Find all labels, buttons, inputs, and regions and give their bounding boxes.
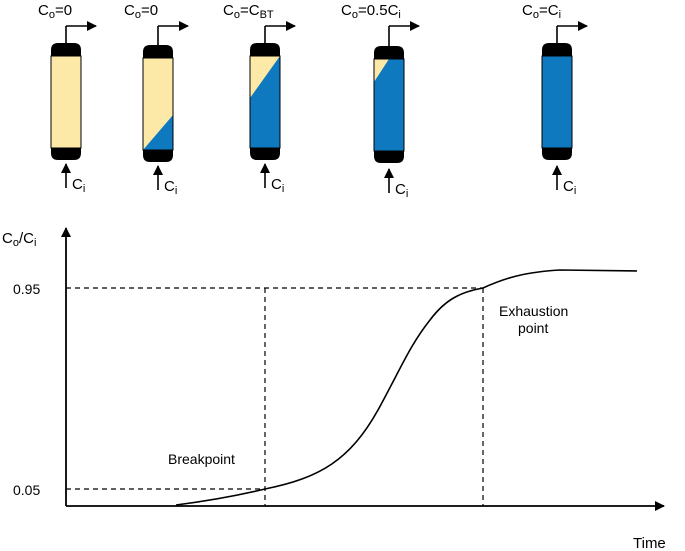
column-5-bottom-cap <box>542 148 572 160</box>
column-4-outlet-label: Co=0.5Ci <box>341 2 401 21</box>
breakpoint-label: Breakpoint <box>168 451 235 467</box>
column-2-saturated-zone <box>143 115 173 150</box>
column-4-fresh-zone <box>374 59 389 82</box>
exhaustion-label-line1: Exhaustion <box>499 303 568 319</box>
column-4-inlet-label: Ci <box>395 181 408 200</box>
column-5-top-cap <box>542 43 572 56</box>
column-2-top-cap <box>143 45 173 58</box>
column-2: Co=0 Ci <box>124 2 189 197</box>
column-1: Co=0 Ci <box>38 2 97 195</box>
breakthrough-graph: Co/Ci Time 0.95 0.05 Breakpoint Exhausti… <box>2 227 666 551</box>
column-5-outlet-label: Co=Ci <box>522 2 561 21</box>
column-4-bottom-cap <box>374 151 404 163</box>
column-4: Co=0.5Ci Ci <box>341 2 420 200</box>
column-2-outlet-label: Co=0 <box>124 2 158 21</box>
column-1-bottom-cap <box>51 148 81 160</box>
x-axis-label: Time <box>633 535 666 551</box>
column-3-fresh-zone <box>250 56 280 98</box>
column-5-inlet-label: Ci <box>563 178 576 197</box>
column-4-top-cap <box>374 46 404 59</box>
column-2-inlet-label: Ci <box>164 178 177 197</box>
tick-label-low: 0.05 <box>13 482 40 498</box>
column-3-inlet-label: Ci <box>271 176 284 195</box>
exhaustion-label-line2: point <box>518 320 548 336</box>
column-1-inlet-label: Ci <box>72 176 85 195</box>
column-1-bed <box>50 55 82 149</box>
column-1-outlet-label: Co=0 <box>38 2 72 21</box>
column-3-bottom-cap <box>250 148 280 160</box>
column-3-outlet-label: Co=CBT <box>223 2 274 21</box>
column-5: Co=Ci Ci <box>522 2 588 197</box>
column-1-top-cap <box>51 43 81 56</box>
column-3-top-cap <box>250 43 280 56</box>
breakthrough-curve <box>175 269 638 506</box>
column-5-bed <box>541 55 573 149</box>
y-axis-label: Co/Ci <box>2 230 36 249</box>
tick-label-high: 0.95 <box>13 281 40 297</box>
column-2-bottom-cap <box>143 150 173 162</box>
column-3: Co=CBT Ci <box>223 2 296 195</box>
